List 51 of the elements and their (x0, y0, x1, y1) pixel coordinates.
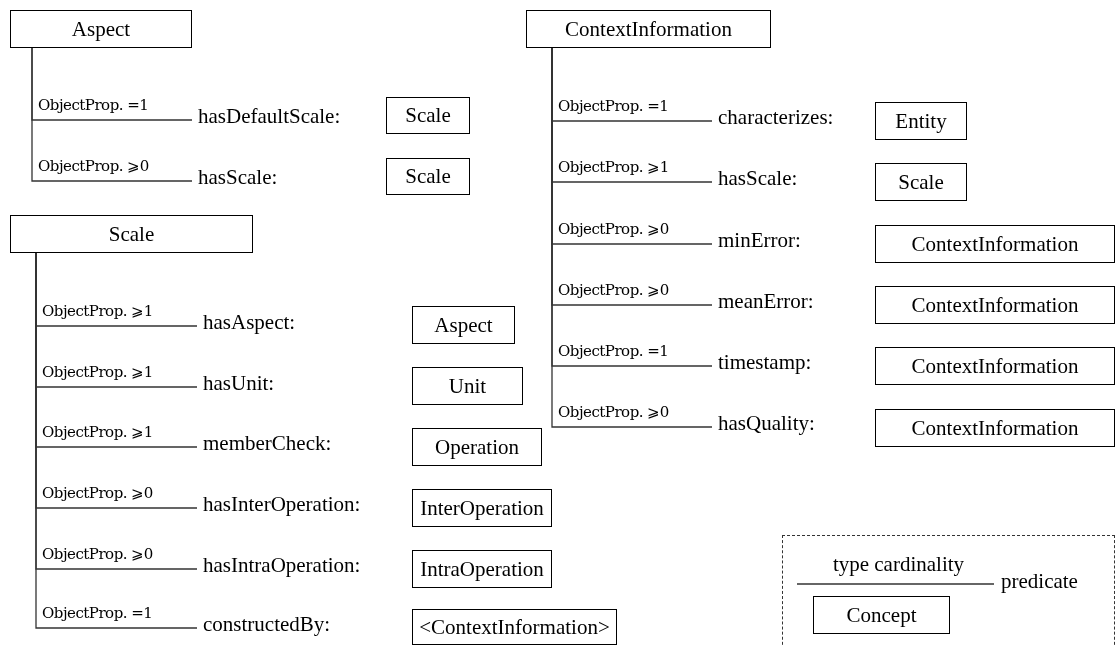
predicate-label: hasQuality: (718, 409, 870, 437)
predicate-label: hasScale: (718, 164, 870, 192)
connector-line (31, 47, 193, 182)
predicate-label: hasIntraOperation: (203, 551, 403, 579)
edge-label: ObjectProp. ⩾0 (42, 486, 154, 501)
concept-box: IntraOperation (412, 550, 552, 588)
predicate-label: hasDefaultScale: (198, 102, 378, 130)
concept-box: Scale (386, 97, 470, 134)
connector-line (796, 583, 995, 585)
predicate-label: predicate (1001, 567, 1111, 595)
predicate-label: memberCheck: (203, 429, 403, 457)
edge-label: ObjectProp. ⩾0 (558, 222, 670, 237)
class-box: ContextInformation (526, 10, 771, 48)
concept-box: Aspect (412, 306, 515, 344)
concept-box: Unit (412, 367, 523, 405)
concept-box: Entity (875, 102, 967, 140)
concept-box: ContextInformation (875, 409, 1115, 447)
edge-label: ObjectProp. =1 (42, 606, 154, 621)
predicate-label: hasInterOperation: (203, 490, 403, 518)
edge-label: ObjectProp. =1 (558, 99, 670, 114)
predicate-label: minError: (718, 226, 870, 254)
edge-label: ObjectProp. ⩾0 (42, 547, 154, 562)
edge-label: ObjectProp. =1 (558, 344, 670, 359)
concept-box: <ContextInformation> (412, 609, 617, 645)
concept-box: ContextInformation (875, 347, 1115, 385)
concept-box: Concept (813, 596, 950, 634)
predicate-label: hasAspect: (203, 308, 403, 336)
edge-label: ObjectProp. ⩾1 (42, 425, 154, 440)
class-box: Scale (10, 215, 253, 253)
predicate-label: hasUnit: (203, 369, 403, 397)
edge-label: ObjectProp. =1 (38, 98, 150, 113)
concept-box: Operation (412, 428, 542, 466)
predicate-label: hasScale: (198, 163, 378, 191)
edge-label: ObjectProp. ⩾1 (42, 304, 154, 319)
edge-label: ObjectProp. ⩾0 (558, 405, 670, 420)
concept-box: ContextInformation (875, 286, 1115, 324)
predicate-label: characterizes: (718, 103, 870, 131)
edge-label: ObjectProp. ⩾0 (558, 283, 670, 298)
concept-box: Scale (875, 163, 967, 201)
class-box: Aspect (10, 10, 192, 48)
edge-label: ObjectProp. ⩾0 (38, 159, 150, 174)
predicate-label: constructedBy: (203, 610, 403, 638)
concept-box: ContextInformation (875, 225, 1115, 263)
edge-label: type cardinality (831, 554, 966, 575)
predicate-label: meanError: (718, 287, 870, 315)
edge-label: ObjectProp. ⩾1 (558, 160, 670, 175)
concept-box: Scale (386, 158, 470, 195)
predicate-label: timestamp: (718, 348, 870, 376)
concept-box: InterOperation (412, 489, 552, 527)
edge-label: ObjectProp. ⩾1 (42, 365, 154, 380)
legend-box (782, 535, 1115, 646)
